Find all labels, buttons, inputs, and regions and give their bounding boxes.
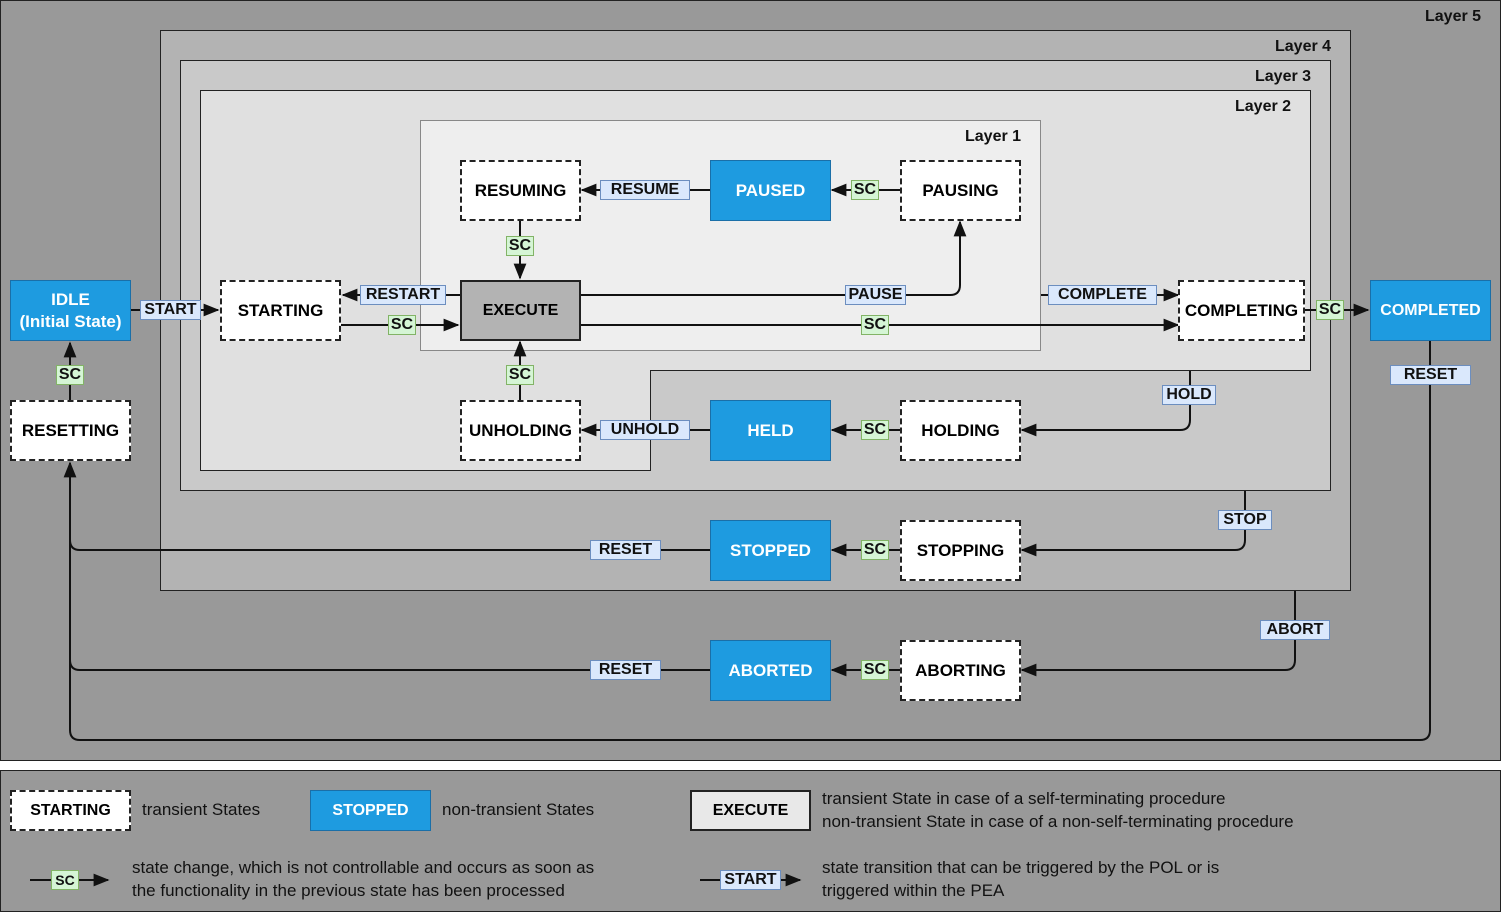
state-completed: COMPLETED [1370,280,1491,341]
state-starting: STARTING [220,280,341,341]
state-aborting: ABORTING [900,640,1021,701]
state-aborted: ABORTED [710,640,831,701]
state-completing: COMPLETING [1178,280,1305,341]
label-reset-completed: RESET [1390,365,1471,385]
state-idle-line2: (Initial State) [19,311,122,331]
label-unhold: UNHOLD [600,420,690,440]
sc-execute-completing: SC [861,315,889,335]
layer-4-label: Layer 4 [1275,38,1332,55]
sc-starting-execute: SC [388,315,416,335]
legend-sc-text-2: the functionality in the previous state … [132,881,565,900]
label-resume: RESUME [600,180,690,200]
label-restart: RESTART [360,285,446,305]
layer-1-label: Layer 1 [965,128,1022,145]
sc-completing-completed: SC [1316,300,1344,320]
state-held: HELD [710,400,831,461]
state-stopping: STOPPING [900,520,1021,581]
layer-3-label: Layer 3 [1255,68,1312,85]
legend-sc-text-1: state change, which is not controllable … [132,858,595,877]
legend-nontransient-box: STOPPED [310,790,431,831]
legend-nontransient-text: non-transient States [442,800,595,819]
legend-transient-text: transient States [142,800,261,819]
sc-resuming-execute: SC [506,236,534,256]
label-stop: STOP [1218,510,1272,530]
legend-start-text-1: state transition that can be triggered b… [822,858,1220,877]
state-resuming: RESUMING [460,160,581,221]
legend-execute-text-1: transient State in case of a self-termin… [822,789,1226,808]
state-execute: EXECUTE [460,280,581,341]
label-reset-stopped: RESET [590,540,661,560]
label-pause: PAUSE [845,285,906,305]
label-reset-aborted: RESET [590,660,661,680]
legend-execute-text-2: non-transient State in case of a non-sel… [822,812,1294,831]
state-idle-line1: IDLE [51,289,90,309]
state-holding: HOLDING [900,400,1021,461]
state-paused: PAUSED [710,160,831,221]
state-resetting: RESETTING [10,400,131,461]
label-abort: ABORT [1260,620,1330,640]
legend-execute-box: EXECUTE [690,790,811,831]
state-pausing: PAUSING [900,160,1021,221]
legend-transient-box: STARTING [10,790,131,831]
state-unholding: UNHOLDING [460,400,581,461]
layer-5-label: Layer 5 [1425,8,1482,25]
sc-resetting-idle: SC [56,365,84,385]
legend-start-text-2: triggered within the PEA [822,881,1005,900]
sc-pausing-paused: SC [851,180,879,200]
label-start: START [140,300,201,320]
sc-unholding-execute: SC [506,365,534,385]
state-stopped: STOPPED [710,520,831,581]
label-hold: HOLD [1162,385,1216,405]
sc-stopping-stopped: SC [861,540,889,560]
sc-aborting-aborted: SC [861,660,889,680]
legend-start-label: START [720,870,781,890]
legend-sc-label: SC [51,870,79,890]
layer-2-label: Layer 2 [1235,98,1292,115]
state-idle: IDLE (Initial State) [10,280,131,341]
label-complete: COMPLETE [1048,285,1157,305]
sc-holding-held: SC [861,420,889,440]
